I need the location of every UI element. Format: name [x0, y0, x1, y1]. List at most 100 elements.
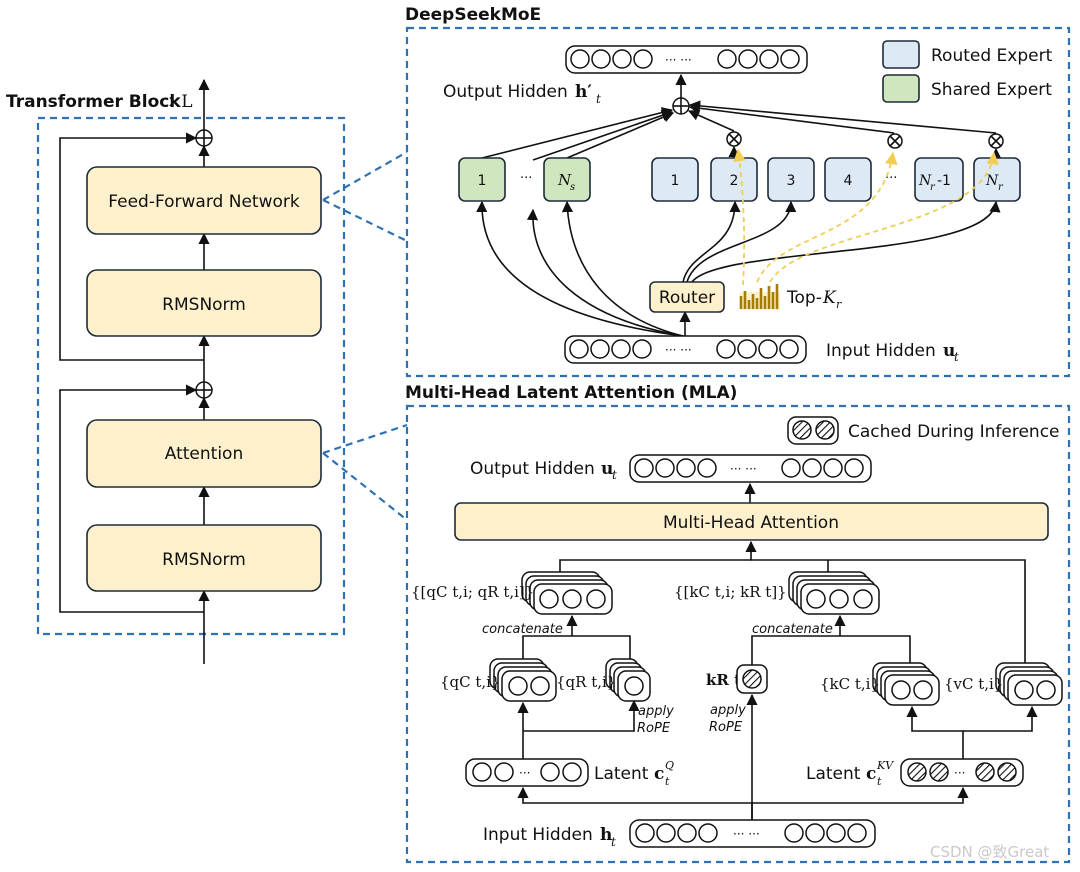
- moe-input-dots: ··· ···: [665, 343, 692, 357]
- transformer-block-title: Transformer Block: [6, 92, 181, 112]
- latent-q-vector: [465, 758, 589, 787]
- vector-cell: [759, 49, 779, 69]
- mla-input-label: Input Hidden: [483, 825, 593, 845]
- moe-output-dots: ··· ···: [665, 53, 692, 67]
- cached-label: Cached During Inference: [848, 422, 1060, 442]
- topk-bars-icon: [739, 284, 780, 310]
- vector-cell: [656, 823, 676, 843]
- latent-q-var: c: [654, 764, 664, 784]
- vc-stack: [995, 662, 1063, 706]
- vector-cell: [716, 339, 736, 359]
- k-concat-stack: [788, 571, 880, 615]
- rmsnorm-bottom-box: [86, 524, 322, 592]
- kc-label: {kC t,i}: [820, 675, 880, 693]
- moe-input-cells: [569, 339, 799, 359]
- vector-cell: [758, 339, 778, 359]
- vector-cell: [632, 339, 652, 359]
- mha-label: Multi-Head Attention: [663, 513, 839, 533]
- vector-cell: [697, 458, 717, 478]
- vector-cell: [779, 339, 799, 359]
- mla-panel: Multi-Head Latent Attention (MLA) Cached…: [405, 383, 1071, 864]
- moe-frame: [405, 26, 1071, 378]
- routed-expert-1-label: 1: [671, 173, 680, 189]
- ffn-label: Feed-Forward Network: [108, 192, 300, 212]
- moe-output-cells: [570, 49, 800, 69]
- routed-expert-2-label: 2: [730, 173, 739, 189]
- vector-cell: [612, 49, 632, 69]
- k-concat-label: {[kC t,i; kR t]}: [674, 583, 787, 601]
- concatenate-left: concatenate: [482, 622, 563, 637]
- routed-expert-nr-minus-1-sub: r: [930, 182, 936, 193]
- legend-shared-label: Shared Expert: [931, 80, 1052, 100]
- vector-cell: [784, 823, 804, 843]
- mla-input-var: h: [600, 825, 612, 845]
- latent-q-sup: Q: [665, 759, 674, 772]
- vector-cell: [655, 458, 675, 478]
- apply-rope-left-2: RoPE: [637, 721, 671, 736]
- moe-title: DeepSeekMoE: [405, 5, 541, 25]
- shared-expert-ns-label: N: [557, 171, 572, 189]
- qr-stack: [605, 658, 651, 702]
- qc-stack: [489, 658, 557, 702]
- shared-expert-ellipsis: ···: [520, 171, 532, 186]
- vector-cell: [570, 49, 590, 69]
- shared-expert-ns-sub: s: [570, 182, 575, 193]
- vector-cell: [847, 823, 867, 843]
- vector-cell: [717, 49, 737, 69]
- mla-output-label: Output Hidden: [470, 459, 595, 479]
- vector-cell: [591, 49, 611, 69]
- moe-input-label: Input Hidden: [826, 341, 936, 361]
- shared-expert-1-label: 1: [478, 173, 487, 189]
- legend-routed-label: Routed Expert: [931, 46, 1053, 66]
- latent-kv-dots: ···: [954, 766, 965, 780]
- mla-input-cells: [635, 823, 867, 843]
- moe-output-label: Output Hidden: [443, 82, 568, 102]
- mla-input-dots: ··· ···: [733, 827, 760, 841]
- vector-cell: [781, 458, 801, 478]
- vector-cell: [633, 49, 653, 69]
- mla-title: Multi-Head Latent Attention (MLA): [405, 383, 737, 403]
- legend-shared-swatch: [882, 74, 920, 103]
- kr-cached-icon: [742, 669, 762, 689]
- routed-expert-1: [651, 157, 699, 202]
- qr-label: {qR t,i}: [556, 673, 616, 691]
- vector-cell: [634, 458, 654, 478]
- mla-output-sub: t: [612, 468, 617, 482]
- qc-label: {qC t,i}: [440, 673, 501, 691]
- latent-q-label: Latent: [594, 764, 649, 784]
- moe-output-var: h′: [575, 82, 592, 102]
- vector-cell: [611, 339, 631, 359]
- moe-input-var: u: [943, 341, 955, 361]
- apply-rope-mid-1: apply: [710, 703, 746, 718]
- router-label: Router: [659, 288, 715, 308]
- vector-cell: [844, 458, 864, 478]
- latent-q-dots: ···: [519, 766, 530, 780]
- mla-output-dots: ··· ···: [730, 462, 757, 476]
- routed-expert-nr-sub: r: [998, 182, 1004, 193]
- mla-output-cells: [634, 458, 864, 478]
- vector-cell: [590, 339, 610, 359]
- vector-cell: [802, 458, 822, 478]
- latent-kv-label: Latent: [806, 764, 861, 784]
- routed-expert-3-label: 3: [787, 173, 796, 189]
- attention-label: Attention: [165, 444, 243, 464]
- mla-input-sub: t: [611, 835, 616, 849]
- routed-expert-nr-minus-1: [914, 157, 964, 202]
- vector-cell: [823, 458, 843, 478]
- mla-frame: [405, 404, 1071, 864]
- transformer-block-repeat: ×L: [167, 92, 193, 112]
- legend-routed-swatch: [882, 40, 920, 69]
- routed-expert-ellipsis: ···: [885, 171, 897, 186]
- latent-kv-sub: t: [877, 775, 882, 788]
- vc-label: {vC t,i}: [944, 675, 1003, 693]
- apply-rope-mid-2: RoPE: [709, 720, 743, 735]
- cached-icon: [792, 420, 812, 440]
- kr-label: kR t: [706, 671, 741, 689]
- attention-box: [86, 419, 322, 488]
- mla-output-var: u: [601, 459, 613, 479]
- vector-cell: [635, 823, 655, 843]
- topk-sub: r: [836, 298, 842, 311]
- moe-input-sub: t: [954, 350, 959, 364]
- vector-cell: [826, 823, 846, 843]
